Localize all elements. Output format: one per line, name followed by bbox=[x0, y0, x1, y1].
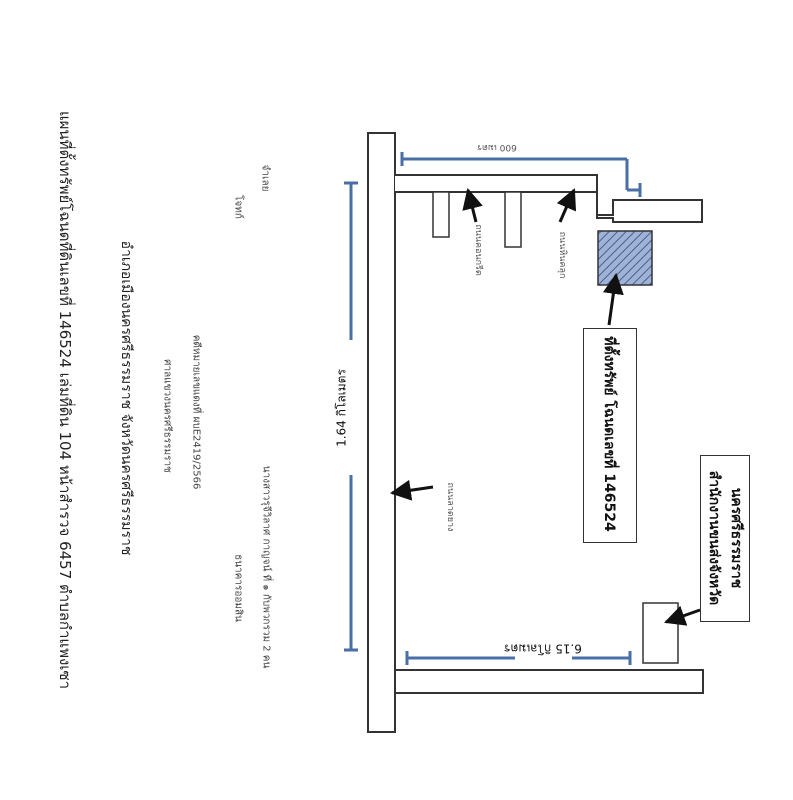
dimension-top bbox=[400, 152, 642, 197]
arrow-gravel bbox=[556, 188, 577, 223]
bottom-road bbox=[394, 669, 704, 694]
case-number: คดีหมายเลขแดงที่ ผบE2419/2566 bbox=[190, 334, 202, 490]
property-parcel bbox=[597, 230, 653, 286]
arrow-office bbox=[664, 605, 701, 626]
concrete-road bbox=[432, 191, 450, 238]
defendant-label: จำเลย bbox=[259, 164, 271, 192]
dimension-left bbox=[344, 181, 358, 652]
top-road bbox=[395, 174, 703, 223]
plaintiff-name: ธนาคารออมสิน bbox=[232, 554, 244, 622]
distance-left-label: 1.64 กิโลเมตร bbox=[334, 369, 349, 447]
property-label-box bbox=[583, 328, 637, 543]
office-building bbox=[642, 602, 679, 664]
gravel-road-label: ถนนหินคลุก bbox=[557, 231, 567, 279]
defendant-name: นางสาวรุจีวิลาศ กาญจน์ ที่ ๑ กับพวกรวม 2… bbox=[260, 465, 272, 669]
main-road bbox=[367, 132, 396, 733]
title-line1: แผนที่ตั้งทรัพย์โฉนดที่ดินเลขที่ 146524 … bbox=[56, 110, 74, 690]
dimension-bottom bbox=[405, 651, 632, 665]
concrete-road-label: ถนนคอนกรีต bbox=[473, 224, 483, 276]
distance-top-label: 600 เมตร bbox=[477, 142, 517, 152]
main-road-label: ถนนลาดยาง bbox=[445, 482, 455, 532]
arrow-main-road bbox=[389, 479, 434, 501]
arrow-concrete bbox=[462, 187, 483, 223]
property-label: ที่ตั้งทรัพย์ โฉนดเลขที่ 146524 bbox=[601, 336, 617, 532]
plaintiff-label: โจทก์ bbox=[232, 195, 244, 219]
distance-bottom-label: 6.15 กิโลเมตร bbox=[504, 641, 582, 656]
office-label-line2: นครศรีธรรมราช bbox=[728, 487, 744, 589]
title-line2: อำเภอเมืองนครศรีธรรมราช จังหวัดนครศรีธรร… bbox=[118, 240, 134, 556]
arrow-property bbox=[602, 272, 624, 326]
office-label-box bbox=[700, 455, 750, 622]
gravel-road bbox=[504, 191, 522, 248]
court-name: ศาลแขวงนครศรีธรรมราช bbox=[161, 359, 173, 473]
office-label-line1: สำนักงานขนส่งจังหวัด bbox=[706, 470, 722, 606]
